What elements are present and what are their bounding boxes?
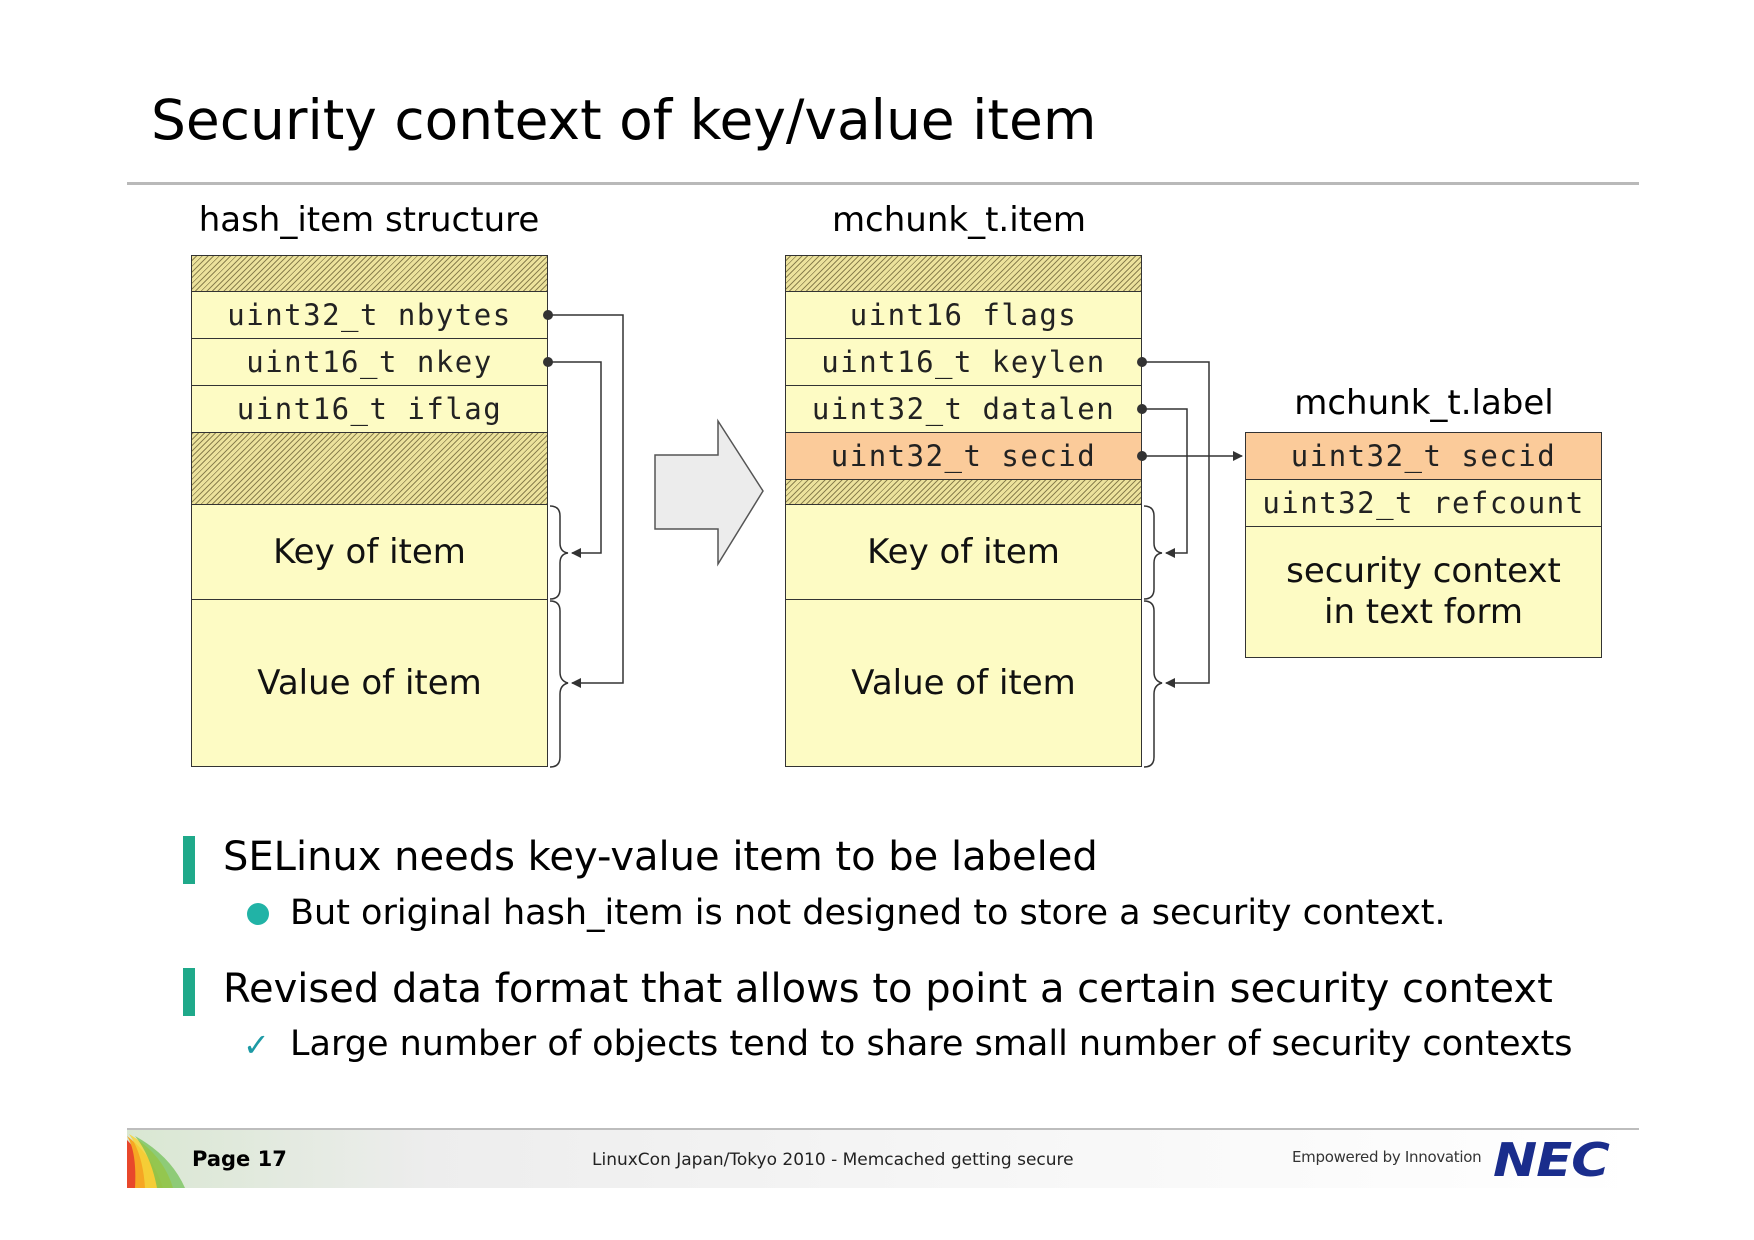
title-divider <box>127 182 1639 185</box>
bullet-bar <box>183 968 195 1016</box>
field-flags: uint16 flags <box>785 291 1142 339</box>
bullet-1-text: SELinux needs key-value item to be label… <box>223 834 1098 880</box>
field-datalen: uint32_t datalen <box>785 385 1142 433</box>
field-nkey: uint16_t nkey <box>191 338 548 386</box>
value-of-item-block: Value of item <box>785 599 1142 767</box>
hash-item-caption: hash_item structure <box>198 200 540 240</box>
nkey-connector <box>543 357 602 558</box>
key-of-item-block: Key of item <box>785 504 1142 600</box>
bullet-bar <box>183 836 195 884</box>
value-brace <box>549 600 569 768</box>
mchunk-item-caption: mchunk_t.item <box>831 200 1087 240</box>
keylen-connector <box>1137 357 1210 688</box>
padding-hatch <box>785 255 1142 292</box>
bullet-1-sub-text: But original hash_item is not designed t… <box>290 893 1446 933</box>
label-field-refcount: uint32_t refcount <box>1245 479 1602 527</box>
value-brace <box>1143 600 1163 768</box>
footer-swoosh-icon <box>127 1134 185 1188</box>
checkmark-icon: ✓ <box>243 1026 270 1064</box>
key-brace <box>549 505 569 600</box>
value-of-item-block: Value of item <box>191 599 548 767</box>
footer-divider <box>127 1128 1639 1130</box>
mchunk-label-caption: mchunk_t.label <box>1294 383 1554 423</box>
security-context-line1: security context <box>1286 551 1561 592</box>
security-context-text-block: security context in text form <box>1245 526 1602 658</box>
footer-band <box>127 1130 1639 1188</box>
bullet-2-sub-text: Large number of objects tend to share sm… <box>290 1024 1573 1064</box>
footer-event-title: LinuxCon Japan/Tokyo 2010 - Memcached ge… <box>592 1150 1074 1170</box>
nec-logo: NEC <box>1493 1133 1610 1187</box>
field-keylen: uint16_t keylen <box>785 338 1142 386</box>
field-nbytes: uint32_t nbytes <box>191 291 548 339</box>
transform-arrow-icon <box>654 418 764 567</box>
datalen-connector <box>1137 404 1188 558</box>
sub-bullet-dot-icon <box>247 903 269 925</box>
security-context-line2: in text form <box>1324 592 1523 632</box>
nbytes-connector <box>543 310 624 688</box>
padding-hatch <box>191 432 548 505</box>
field-secid: uint32_t secid <box>785 432 1142 480</box>
key-of-item-block: Key of item <box>191 504 548 600</box>
slide-title: Security context of key/value item <box>151 88 1097 152</box>
key-brace <box>1143 505 1163 600</box>
label-field-secid: uint32_t secid <box>1245 432 1602 480</box>
bullet-2-text: Revised data format that allows to point… <box>223 966 1553 1012</box>
field-iflag: uint16_t iflag <box>191 385 548 433</box>
brand-tagline: Empowered by Innovation <box>1292 1148 1482 1166</box>
padding-hatch <box>785 479 1142 505</box>
secid-connector <box>1137 451 1243 461</box>
page-number: Page 17 <box>192 1147 287 1171</box>
padding-hatch <box>191 255 548 292</box>
